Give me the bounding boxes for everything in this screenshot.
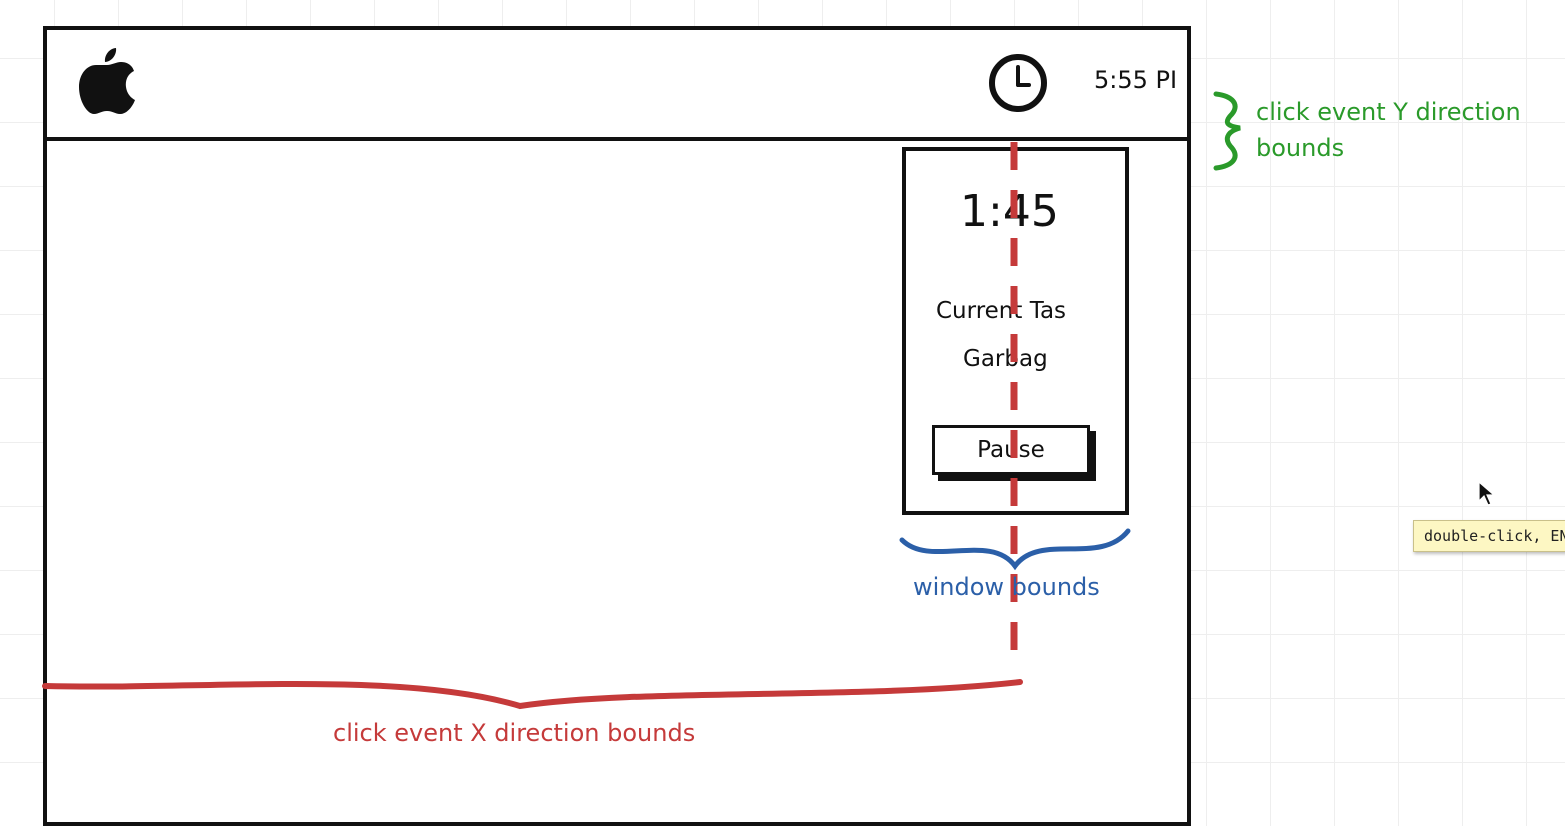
y-bound-brace (1213, 91, 1241, 171)
timer-display: 1:45 (960, 186, 1056, 237)
window-bounds-annotation: window bounds (913, 573, 1100, 601)
current-task-name: Garbag (963, 346, 1048, 372)
current-task-label: Current Tas (936, 298, 1067, 324)
pause-button[interactable]: Pause (932, 425, 1090, 475)
y-bounds-annotation: click event Y direction bounds (1256, 98, 1521, 162)
cursor-arrow-icon (1478, 481, 1496, 506)
menu-bar-time: 5:55 PI (1094, 66, 1178, 94)
menu-bar (43, 26, 1191, 141)
apple-icon[interactable] (76, 44, 138, 116)
clock-icon[interactable] (987, 52, 1049, 114)
tooltip: double-click, EN (1413, 520, 1565, 552)
x-bounds-annotation: click event X direction bounds (333, 719, 696, 747)
